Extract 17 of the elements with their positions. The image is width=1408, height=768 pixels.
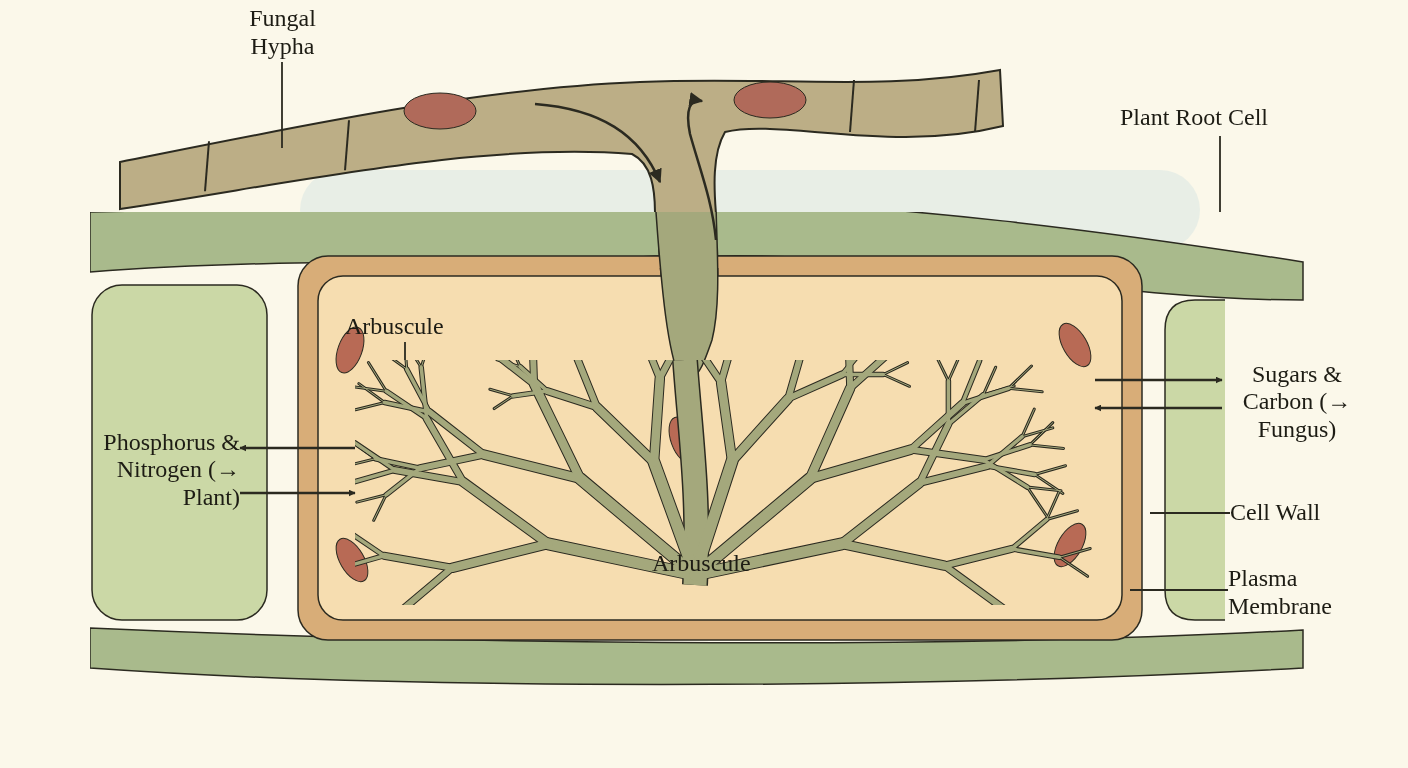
arrow <box>239 444 355 452</box>
leader-line <box>281 61 283 149</box>
part-label: Phosphorus & Nitrogen (→ Plant) <box>102 428 240 512</box>
part-label: Cell Wall <box>1230 499 1322 527</box>
part-label: Fungal Hypha <box>248 5 317 61</box>
arrow <box>1095 376 1223 384</box>
leader-line <box>1219 135 1221 213</box>
part-label: Plant Root Cell <box>1120 104 1269 132</box>
arrow <box>1094 404 1222 412</box>
part-label: Arbuscule <box>652 550 751 578</box>
leader-line <box>404 341 406 361</box>
arrow <box>240 489 356 497</box>
leader-line <box>1149 512 1231 514</box>
part-label: Plasma Membrane <box>1228 565 1333 621</box>
part-label: Arbuscule <box>345 313 445 341</box>
part-label: Sugars & Carbon (→ Fungus) <box>1241 360 1353 444</box>
leader-line <box>1129 589 1229 591</box>
